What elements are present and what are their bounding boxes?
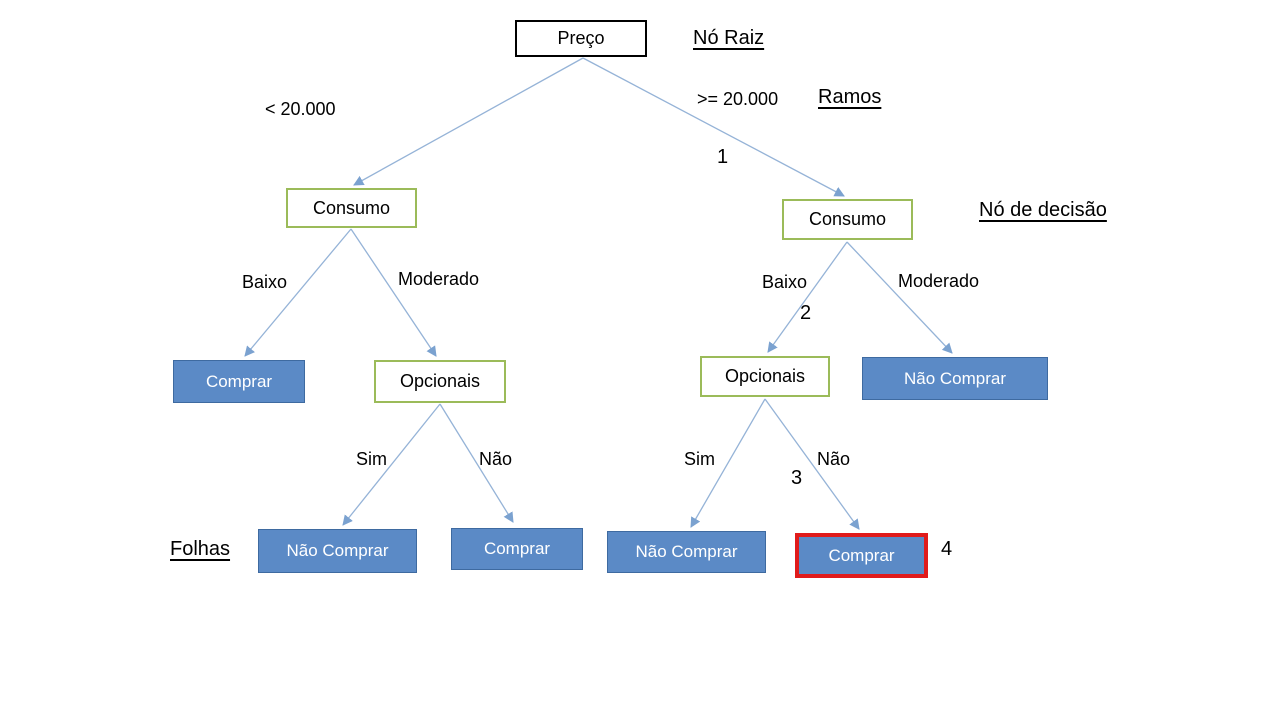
edge-consumo-right-to-opcionais	[767, 241, 848, 353]
annotation-ramos: Ramos	[818, 86, 882, 108]
branch-label-lt-20000: < 20.000	[265, 99, 336, 119]
annotation-folhas: Folhas	[170, 538, 231, 560]
annotation-no-raiz: Nó Raiz	[693, 27, 765, 49]
branch-label-baixo-left: Baixo	[242, 272, 288, 292]
node-opcionais-right: Opcionais	[700, 356, 830, 397]
node-opcionais-left: Opcionais	[374, 360, 506, 403]
leaf-comprar-highlighted: Comprar	[795, 533, 928, 578]
step-number-1: 1	[717, 146, 729, 168]
leaf-nao-comprar-right: Não Comprar	[862, 357, 1048, 400]
branch-label-sim-right: Sim	[684, 449, 715, 469]
branch-label-moderado-right: Moderado	[898, 271, 980, 291]
edge-consumo-right-to-nao-comprar	[846, 241, 953, 354]
node-consumo-right: Consumo	[782, 199, 913, 240]
edge-preco-to-consumo-right	[582, 57, 845, 197]
branch-label-nao-left: Não	[479, 449, 513, 469]
branch-label-baixo-right: Baixo	[762, 272, 808, 292]
node-preco: Preço	[515, 20, 647, 57]
edge-opcionais-left-to-comprar	[439, 403, 514, 523]
annotation-no-de-decisao: Nó de decisão	[979, 199, 1107, 221]
edge-preco-to-consumo-left	[353, 57, 584, 186]
edge-opcionais-right-to-nao-comprar	[690, 398, 766, 528]
branch-label-sim-left: Sim	[356, 449, 387, 469]
leaf-nao-comprar-bottom-right: Não Comprar	[607, 531, 766, 573]
edge-opcionais-right-to-comprar	[764, 398, 860, 530]
leaf-comprar-left: Comprar	[173, 360, 305, 403]
leaf-comprar-bottom-left: Comprar	[451, 528, 583, 570]
leaf-nao-comprar-bottom-left: Não Comprar	[258, 529, 417, 573]
branch-label-nao-right: Não	[817, 449, 851, 469]
branch-label-moderado-left: Moderado	[398, 269, 480, 289]
node-consumo-left: Consumo	[286, 188, 417, 228]
edge-consumo-left-to-comprar	[244, 228, 352, 357]
branch-label-gte-20000: >= 20.000	[697, 89, 779, 109]
edge-opcionais-left-to-nao-comprar	[342, 403, 441, 526]
step-number-2: 2	[800, 302, 812, 324]
edge-consumo-left-to-opcionais	[350, 228, 437, 357]
step-number-3: 3	[791, 467, 803, 489]
step-number-4: 4	[941, 538, 953, 560]
